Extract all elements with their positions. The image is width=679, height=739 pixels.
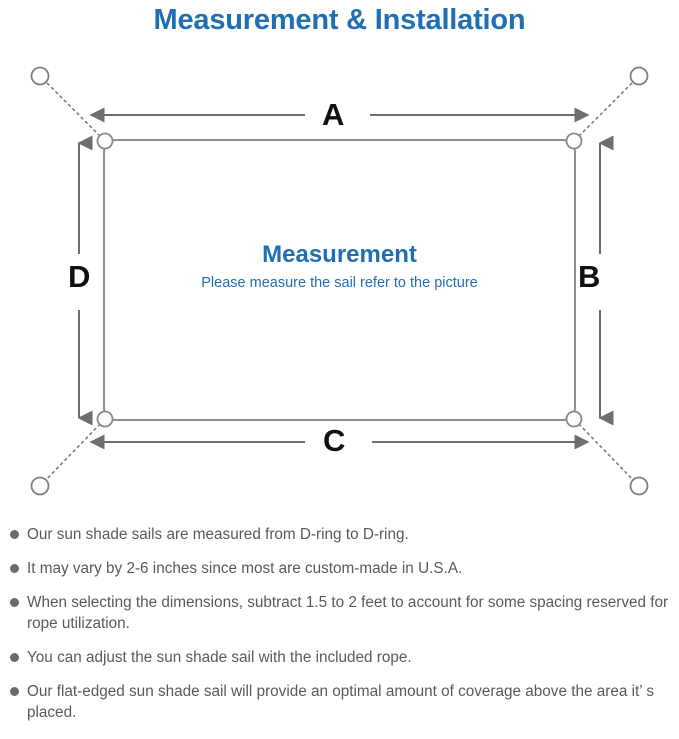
anchor-point-bottom-right bbox=[629, 476, 649, 496]
page-title: Measurement & Installation bbox=[153, 4, 526, 36]
list-item: It may vary by 2-6 inches since most are… bbox=[0, 558, 679, 579]
bullet-icon bbox=[10, 687, 19, 696]
list-item: When selecting the dimensions, subtract … bbox=[0, 592, 679, 634]
diagram-svg bbox=[30, 66, 649, 496]
list-item-text: Our sun shade sails are measured from D-… bbox=[27, 526, 409, 543]
list-item-text: It may vary by 2-6 inches since most are… bbox=[27, 560, 463, 577]
dimension-label-c: C bbox=[323, 423, 346, 458]
list-item: Our flat-edged sun shade sail will provi… bbox=[0, 681, 679, 723]
anchor-line-top-right bbox=[574, 77, 638, 141]
dimension-label-a: A bbox=[322, 97, 345, 132]
bullet-icon bbox=[10, 564, 19, 573]
anchor-point-bottom-left bbox=[30, 476, 50, 496]
d-ring-bottom-right bbox=[565, 410, 583, 428]
list-item: You can adjust the sun shade sail with t… bbox=[0, 647, 679, 668]
notes-list: Our sun shade sails are measured from D-… bbox=[0, 524, 679, 736]
list-item-text: Our flat-edged sun shade sail will provi… bbox=[27, 683, 654, 721]
list-item: Our sun shade sails are measured from D-… bbox=[0, 524, 679, 545]
measurement-caption: Measurement Please measure the sail refe… bbox=[0, 240, 679, 294]
measurement-title: Measurement bbox=[262, 241, 417, 268]
measurement-diagram: A B C D Measurement Please measure the s… bbox=[0, 46, 679, 516]
anchor-line-bottom-right bbox=[574, 419, 638, 485]
d-ring-bottom-left bbox=[96, 410, 114, 428]
anchor-point-top-right bbox=[629, 66, 649, 86]
d-ring-top-right bbox=[565, 132, 583, 150]
list-item-text: You can adjust the sun shade sail with t… bbox=[27, 649, 412, 666]
dimension-label-d: D bbox=[68, 259, 91, 294]
anchor-line-bottom-left bbox=[41, 419, 105, 485]
sail-rectangle bbox=[103, 139, 576, 421]
bullet-icon bbox=[10, 598, 19, 607]
bullet-icon bbox=[10, 653, 19, 662]
d-ring-top-left bbox=[96, 132, 114, 150]
anchor-line-top-left bbox=[41, 77, 105, 141]
measurement-subtitle: Please measure the sail refer to the pic… bbox=[201, 275, 478, 291]
list-item-text: When selecting the dimensions, subtract … bbox=[27, 594, 669, 632]
bullet-icon bbox=[10, 530, 19, 539]
anchor-point-top-left bbox=[30, 66, 50, 86]
dimension-label-b: B bbox=[578, 259, 601, 294]
